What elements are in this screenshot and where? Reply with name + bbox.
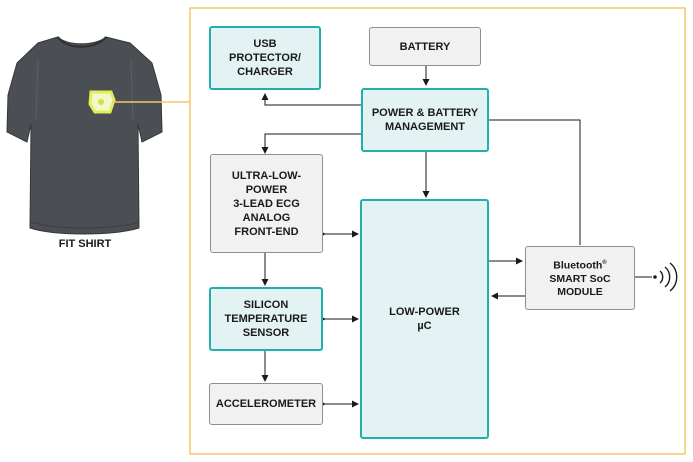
accelerometer-block: ACCELEROMETER: [209, 383, 323, 425]
power-to-ecg-arrow: [261, 133, 361, 154]
bluetooth-module-rest: SMART SoC MODULE: [549, 272, 611, 298]
ecg-frontend-block: ULTRA-LOW- POWER 3-LEAD ECG ANALOG FRONT…: [210, 154, 323, 253]
shirt-caption: FIT SHIRT: [58, 238, 112, 250]
temperature-sensor-label: SILICON TEMPERATURE SENSOR: [224, 299, 308, 339]
microcontroller-block: LOW-POWER µC: [360, 199, 489, 439]
bluetooth-module-label: Bluetooth® SMART SoC MODULE: [549, 257, 610, 299]
power-to-ble-line: [489, 119, 581, 245]
usb-charger-block: USB PROTECTOR/ CHARGER: [209, 26, 321, 90]
power-to-usb-arrow: [261, 93, 361, 106]
ecg-frontend-label: ULTRA-LOW- POWER 3-LEAD ECG ANALOG FRONT…: [231, 169, 302, 238]
system-frame: [189, 7, 686, 455]
registered-mark: ®: [602, 260, 607, 267]
sensor-module-icon: [88, 90, 116, 114]
power-management-label: POWER & BATTERY MANAGEMENT: [371, 107, 479, 133]
bluetooth-module-block: Bluetooth® SMART SoC MODULE: [525, 246, 635, 310]
bluetooth-word: Bluetooth: [553, 259, 603, 272]
microcontroller-label: LOW-POWER µC: [389, 306, 460, 332]
temperature-sensor-block: SILICON TEMPERATURE SENSOR: [209, 287, 323, 351]
usb-charger-label: USB PROTECTOR/ CHARGER: [229, 38, 301, 78]
battery-label: BATTERY: [399, 40, 451, 53]
accelerometer-label: ACCELEROMETER: [215, 398, 317, 410]
battery-block: BATTERY: [369, 27, 481, 66]
wireless-signal-icon: [653, 262, 678, 292]
t-shirt-icon: [6, 36, 163, 235]
power-management-block: POWER & BATTERY MANAGEMENT: [361, 88, 489, 152]
